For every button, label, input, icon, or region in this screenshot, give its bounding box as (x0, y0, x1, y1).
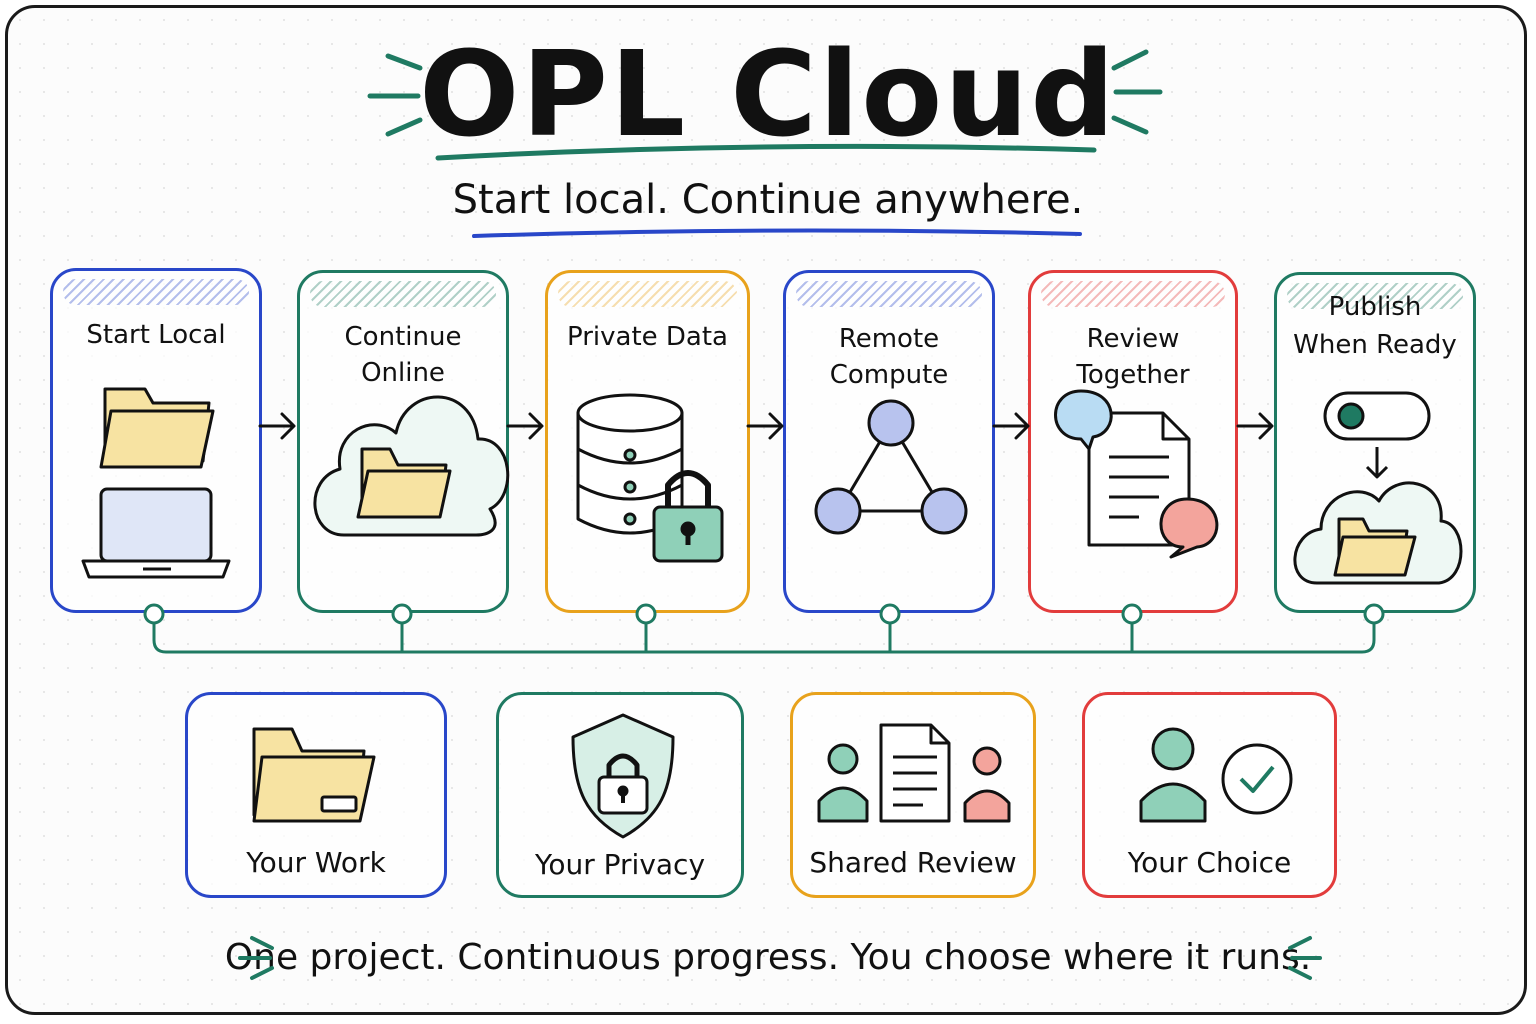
value-card-your-work: Your Work (185, 692, 447, 898)
folder-laptop-icon (81, 387, 231, 579)
person-check-icon (1139, 727, 1293, 823)
arrow-right-icon (1236, 412, 1274, 440)
cloud-folder-icon (313, 395, 510, 537)
title-underline (435, 143, 1097, 161)
step-label: Start Local (86, 320, 226, 350)
value-label: Your Work (246, 846, 386, 879)
people-document-icon (817, 723, 1011, 823)
footer-sparkle-left (238, 936, 274, 980)
step-label-line1: Publish (1328, 292, 1422, 322)
folder-icon (252, 727, 376, 823)
value-card-your-privacy: Your Privacy (496, 692, 744, 898)
step-card-publish-when-ready: Publish When Ready (1274, 272, 1476, 613)
database-lock-icon (576, 393, 724, 563)
value-card-shared-review: Shared Review (790, 692, 1036, 898)
step-label: Continue Online (344, 322, 462, 388)
document-comments-icon (1054, 389, 1219, 559)
network-nodes-icon (814, 399, 968, 535)
value-label: Shared Review (809, 846, 1017, 879)
step-card-review-together: Review Together (1028, 270, 1238, 613)
step-card-continue-online: Continue Online (297, 270, 510, 613)
step-card-remote-compute: Remote Compute (783, 270, 995, 613)
connector-node-dots (143, 603, 1385, 625)
toggle-cloud-folder-icon (1293, 391, 1463, 585)
step-card-start-local: Start Local (50, 268, 262, 613)
title-sparkle-left (367, 53, 423, 137)
arrow-right-icon (506, 412, 544, 440)
subtitle-underline (472, 228, 1082, 238)
footer-sparkle-right (1288, 936, 1322, 980)
arrow-right-icon (992, 412, 1030, 440)
arrow-right-icon (746, 412, 784, 440)
arrow-right-icon (258, 412, 296, 440)
step-label-line2: When Ready (1293, 330, 1457, 360)
value-card-your-choice: Your Choice (1082, 692, 1337, 898)
step-label: Private Data (567, 322, 728, 352)
title-sparkle-right (1111, 49, 1163, 135)
step-label: Review Together (1076, 324, 1190, 390)
connector-bus (152, 624, 1376, 654)
value-label: Your Choice (1127, 846, 1292, 879)
footer-tagline: One project. Continuous progress. You ch… (224, 937, 1312, 978)
step-label: Remote Compute (829, 324, 949, 390)
page-subtitle: Start local. Continue anywhere. (452, 177, 1084, 223)
shield-lock-icon (571, 713, 675, 839)
step-card-private-data: Private Data (545, 270, 750, 613)
value-label: Your Privacy (534, 848, 706, 881)
page-title: OPL Cloud (419, 25, 1117, 163)
